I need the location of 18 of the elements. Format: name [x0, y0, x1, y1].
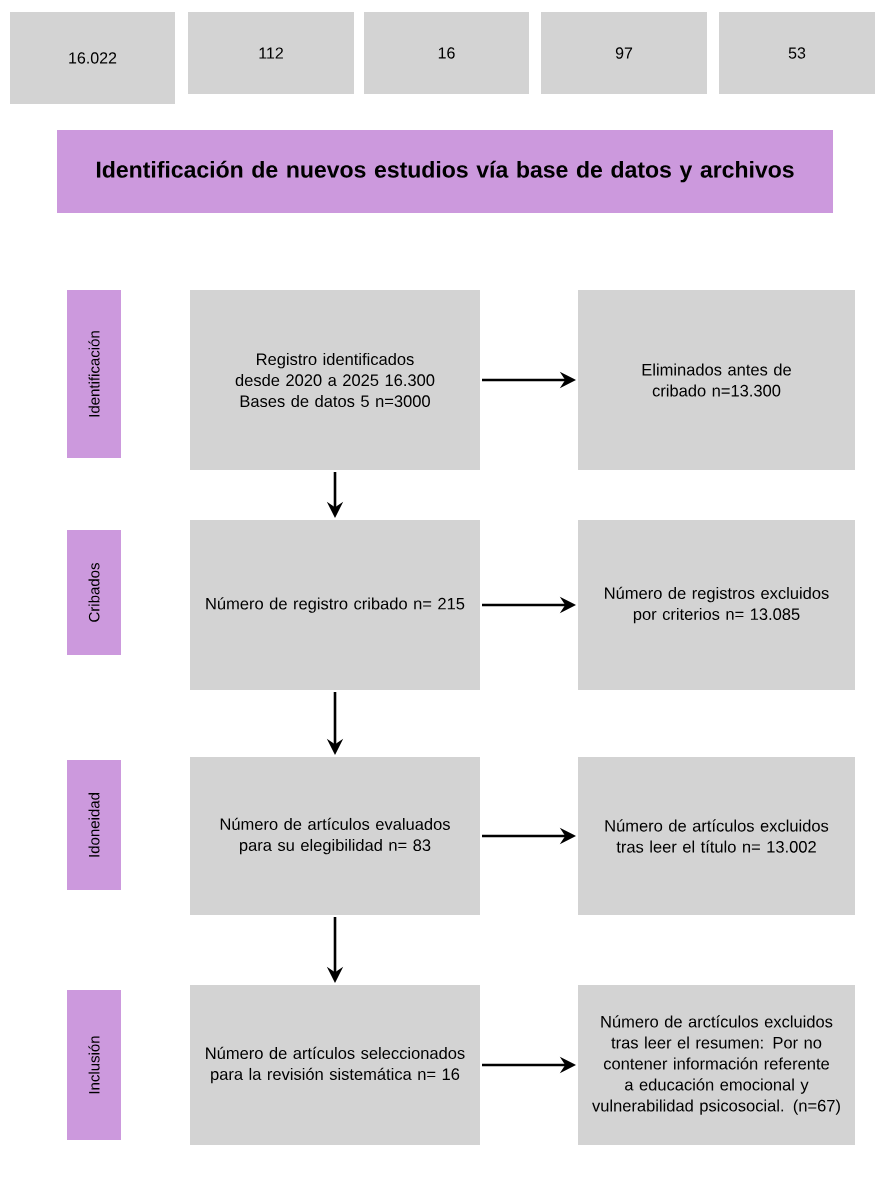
process-box: Registro identificados desde 2020 a 2025 16.300 Bases de datos 5 n=3000 [190, 290, 480, 470]
source-count-box: 16.022 [10, 12, 175, 104]
source-count-box: 97 [541, 12, 707, 94]
stage-label-box: Inclusión [67, 990, 121, 1140]
source-count-box: 112 [188, 12, 354, 94]
stage-label-box: Identificación [67, 290, 121, 458]
exclusion-box: Número de registros excluidos por criterios n= 13.085 [578, 520, 855, 690]
process-box: Número de artículos evaluados para su elegibilidad n= 83 [190, 757, 480, 915]
exclusion-box: Número de arctículos excluidos tras leer el resumen: Por no contener información referente a educación emocional y vulnerabilidad psicosocial. (n=67) [578, 985, 855, 1145]
process-box: Número de artículos seleccionados para la revisión sistemática n= 16 [190, 985, 480, 1145]
title-banner: Identificación de nuevos estudios vía base de datos y archivos [57, 130, 833, 213]
exclusion-box: Número de artículos excluidos tras leer el título n= 13.002 [578, 757, 855, 915]
exclusion-box: Eliminados antes de cribado n=13.300 [578, 290, 855, 470]
stage-label-box: Idoneidad [67, 760, 121, 890]
process-box: Número de registro cribado n= 215 [190, 520, 480, 690]
source-count-box: 16 [364, 12, 529, 94]
source-count-box: 53 [719, 12, 875, 94]
stage-label-box: Cribados [67, 530, 121, 655]
